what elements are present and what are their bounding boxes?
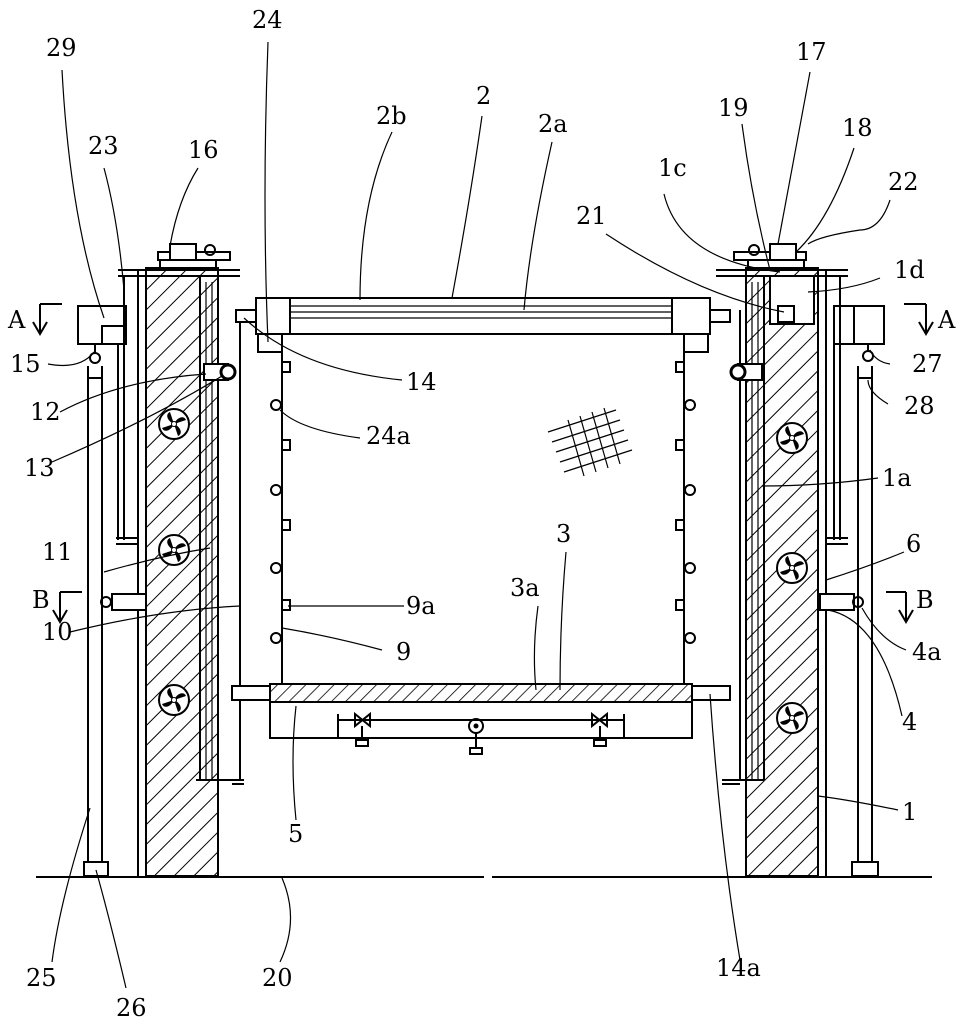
label-13: 13	[24, 454, 55, 482]
label-1d: 1d	[894, 256, 925, 284]
label-14: 14	[406, 368, 437, 396]
label-26: 26	[116, 994, 147, 1022]
label-5: 5	[288, 820, 303, 848]
label-24a: 24a	[366, 422, 411, 450]
label-20: 20	[262, 964, 293, 992]
label-10: 10	[42, 618, 73, 646]
bottom-grate	[232, 684, 730, 702]
label-6: 6	[906, 530, 921, 558]
label-a-right: A	[937, 306, 956, 334]
label-21: 21	[576, 202, 607, 230]
label-25: 25	[26, 964, 57, 992]
label-11: 11	[42, 538, 73, 566]
label-17: 17	[796, 38, 827, 66]
bracket-right	[731, 364, 762, 380]
label-18: 18	[842, 114, 873, 142]
label-2b: 2b	[376, 102, 407, 130]
label-9: 9	[396, 638, 411, 666]
label-15: 15	[10, 350, 41, 378]
label-b-right: B	[916, 586, 934, 614]
mesh-symbol	[548, 408, 632, 476]
top-motor-left	[158, 244, 230, 268]
fan-icon	[159, 535, 189, 565]
right-top-housing	[770, 276, 814, 324]
fan-icon	[159, 409, 189, 439]
label-9a: 9a	[406, 592, 436, 620]
label-14a: 14a	[716, 954, 761, 982]
left-outer-post	[78, 276, 146, 876]
fan-icon	[777, 423, 807, 453]
label-23: 23	[88, 132, 119, 160]
section-marker-b-right	[886, 592, 913, 622]
section-marker-a-left	[33, 304, 62, 334]
label-19: 19	[718, 94, 749, 122]
frame-body	[271, 334, 695, 684]
right-outer-post	[820, 276, 884, 876]
top-beam	[236, 298, 730, 352]
top-motor-right	[734, 244, 806, 268]
label-4: 4	[902, 708, 917, 736]
label-12: 12	[30, 398, 61, 426]
label-22: 22	[888, 168, 919, 196]
fan-icon	[159, 685, 189, 715]
label-16: 16	[188, 136, 219, 164]
fan-icon	[777, 703, 807, 733]
section-marker-a-right	[904, 304, 933, 334]
label-27: 27	[912, 350, 943, 378]
label-1: 1	[902, 798, 917, 826]
label-3: 3	[556, 520, 571, 548]
label-4a: 4a	[912, 638, 942, 666]
label-b-left: B	[32, 586, 50, 614]
left-wall	[118, 268, 244, 877]
label-1c: 1c	[658, 154, 687, 182]
label-a-left: A	[7, 306, 26, 334]
label-24: 24	[252, 6, 283, 34]
label-1a: 1a	[882, 464, 912, 492]
label-28: 28	[904, 392, 935, 420]
label-29: 29	[46, 34, 77, 62]
label-2: 2	[476, 82, 491, 110]
fan-icon	[777, 553, 807, 583]
label-3a: 3a	[510, 574, 540, 602]
label-2a: 2a	[538, 110, 568, 138]
